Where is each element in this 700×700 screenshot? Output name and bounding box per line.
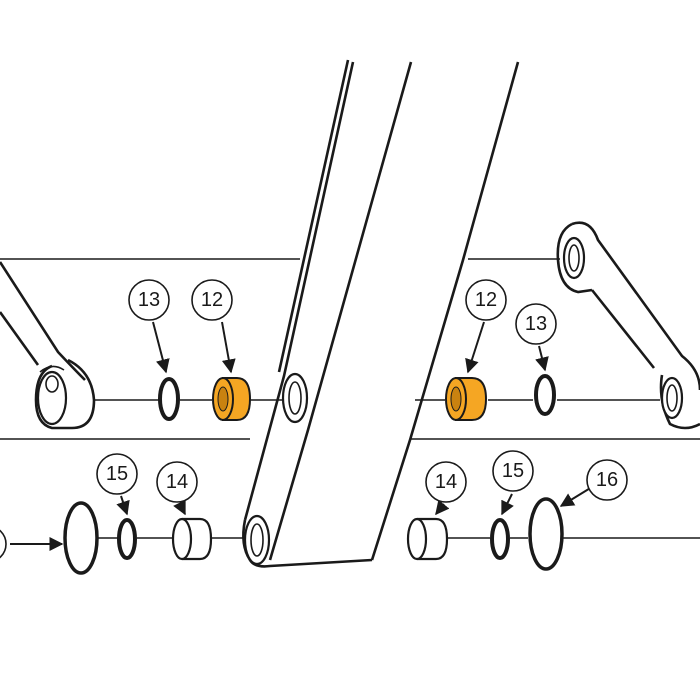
callout-label: 14	[435, 471, 457, 493]
callout-label: 16	[596, 469, 618, 491]
callout-label: 14	[166, 471, 188, 493]
callout-label: 12	[475, 289, 497, 311]
part-15-left-oring	[117, 518, 137, 560]
callout-13-right-top: 13	[515, 303, 557, 345]
callout-label: 12	[201, 289, 223, 311]
callout-14-left-bottom: 14	[156, 461, 198, 503]
left-link-arm	[0, 261, 96, 430]
part-16-right-seal	[528, 497, 564, 571]
callout-label: 15	[106, 463, 128, 485]
callout-15-right-bottom: 15	[492, 450, 534, 492]
part-13-left-oring	[158, 377, 180, 421]
part-16-left-seal	[63, 501, 99, 575]
part-14-left-bushing	[171, 517, 213, 561]
swing-arm-frame	[242, 59, 520, 568]
right-link-arm	[556, 221, 700, 430]
callout-16-right-bottom: 16	[586, 459, 628, 501]
leader-lines	[10, 321, 593, 551]
callout-13-left-top: 13	[128, 279, 170, 321]
callout-12-right-top: 12	[465, 279, 507, 321]
frame-pivot-hole-upper	[281, 372, 309, 424]
callout-offscreen-left	[0, 529, 7, 559]
callout-label: 15	[502, 460, 524, 482]
callout-14-right-bottom: 14	[425, 461, 467, 503]
part-13-right-oring	[534, 374, 556, 416]
frame-lines	[0, 258, 700, 440]
callout-label: 13	[138, 289, 160, 311]
part-15-right-oring	[490, 518, 510, 560]
part-12-left-bushing	[212, 377, 252, 421]
assembly-axis-lines	[95, 399, 700, 539]
frame-pivot-hole-lower	[243, 514, 271, 566]
callout-12-left-top: 12	[191, 279, 233, 321]
callout-label: 13	[525, 313, 547, 335]
callout-15-left-bottom: 15	[96, 453, 138, 495]
part-14-right-bushing	[406, 517, 449, 561]
part-12-right-bushing	[445, 377, 488, 421]
